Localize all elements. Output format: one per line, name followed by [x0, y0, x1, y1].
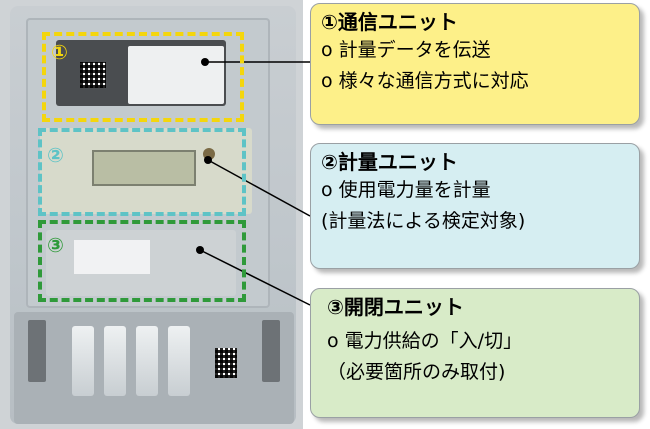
meter-unit-desc-2: (計量法による検定対象) [321, 210, 526, 232]
terminal-slot [104, 326, 126, 396]
switch-unit-desc-2: （必要箇所のみ取付) [327, 361, 506, 383]
leader-dot-switch [196, 246, 204, 254]
switching-module-label [74, 240, 150, 274]
qr-code-icon [80, 62, 106, 88]
leader-line-switch [199, 249, 311, 306]
meter-unit-outline [38, 128, 246, 216]
comm-unit-desc-1: o 計量データを伝送 [321, 39, 491, 61]
comm-unit-desc-2: o 様々な通信方式に対応 [321, 70, 529, 92]
switch-unit-desc-1: o 電力供給の「入/切」 [327, 330, 523, 352]
meter-unit-desc-1: o 使用電力量を計量 [321, 179, 491, 201]
leader-dot-comm [201, 58, 209, 66]
comm-unit-title: ①通信ユニット [321, 10, 458, 34]
meter-unit-title: ②計量ユニット [321, 150, 458, 174]
switch-unit-outline [38, 220, 246, 302]
terminal-slot [168, 326, 190, 396]
comm-unit-marker: ① [51, 40, 68, 64]
comm-unit-outline [42, 32, 244, 122]
meter-unit-callout: ②計量ユニット o 使用電力量を計量 (計量法による検定対象) [310, 143, 640, 269]
terminal-clip [262, 320, 280, 382]
communication-module-label [128, 46, 224, 104]
qr-code-icon [215, 348, 237, 378]
terminal-slot [136, 326, 158, 396]
leader-dot-meter [204, 156, 212, 164]
leader-line-meter [207, 159, 311, 217]
switch-unit-callout: ③開閉ユニット o 電力供給の「入/切」 （必要箇所のみ取付) [310, 288, 640, 418]
terminal-slot [72, 326, 94, 396]
meter-unit-marker: ② [47, 143, 64, 167]
switch-unit-marker: ③ [47, 233, 64, 257]
terminal-clip [28, 320, 46, 382]
lcd-display [92, 150, 196, 186]
switch-unit-title: ③開閉ユニット [327, 295, 464, 319]
comm-unit-callout: ①通信ユニット o 計量データを伝送 o 様々な通信方式に対応 [310, 3, 640, 125]
